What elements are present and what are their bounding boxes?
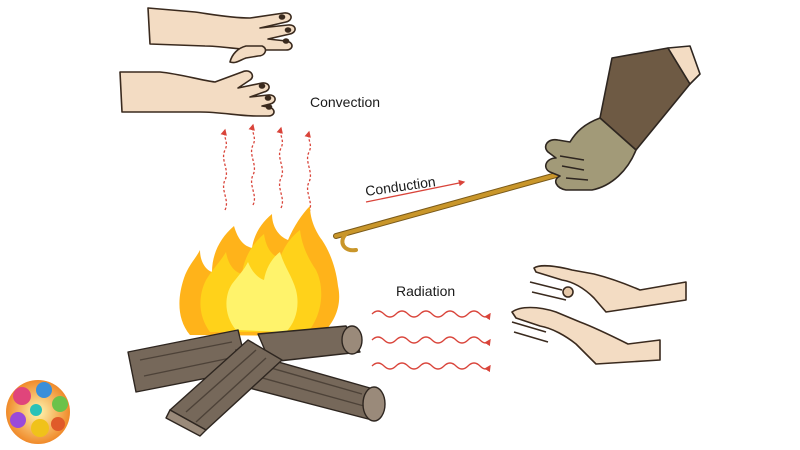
fire xyxy=(179,206,340,336)
lower-right-hand xyxy=(511,306,661,365)
colorful-circle-logo xyxy=(6,380,70,444)
flame-inner xyxy=(226,252,298,332)
convection-arrow xyxy=(248,123,256,206)
radiation-hands xyxy=(511,265,687,365)
lower-hand xyxy=(119,70,276,117)
sleeve xyxy=(599,47,691,151)
upper-hand xyxy=(147,7,296,64)
convection-arrow xyxy=(304,130,312,213)
radiation-label: Radiation xyxy=(396,283,455,299)
radiation-arrow xyxy=(371,336,491,347)
firewood-logs xyxy=(127,325,386,437)
convection-arrow xyxy=(220,128,228,211)
convection-label: Convection xyxy=(310,94,380,110)
skin-wrist xyxy=(667,45,701,85)
radiation-arrow xyxy=(371,310,491,321)
log-back-right xyxy=(257,325,363,363)
convection-arrows xyxy=(220,123,312,213)
radiation-arrow xyxy=(371,362,491,373)
poker-rod xyxy=(333,171,563,253)
radiation-arrows xyxy=(371,310,491,373)
gloved-hand xyxy=(544,45,701,191)
upper-right-hand xyxy=(529,265,687,313)
conduction-arrow xyxy=(365,179,466,203)
convection-arrow xyxy=(276,126,284,209)
log-front-left xyxy=(165,339,283,437)
glove xyxy=(544,117,637,191)
convection-hands xyxy=(119,7,296,117)
